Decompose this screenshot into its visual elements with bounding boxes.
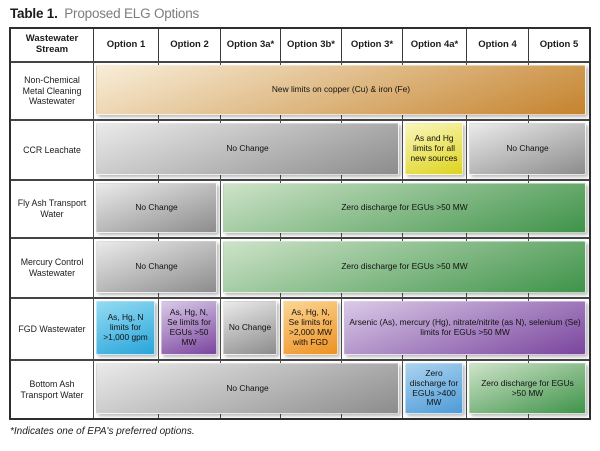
- option-bar: No Change: [96, 123, 399, 175]
- grid-cell: [93, 237, 158, 297]
- option-bar: No Change: [96, 241, 217, 293]
- header-cell-option: Option 1: [93, 29, 158, 61]
- option-bar: No Change: [96, 183, 217, 233]
- header-cell-option: Option 4a*: [402, 29, 466, 61]
- header-cell-option: Option 5: [528, 29, 589, 61]
- stream-label: Non-Chemical Metal Cleaning Wastewater: [11, 61, 93, 119]
- option-bar: As and Hg limits for all new sources: [405, 123, 463, 175]
- stream-label: FGD Wastewater: [11, 297, 93, 359]
- table-title: Table 1. Proposed ELG Options: [10, 6, 600, 21]
- grid-cell: [402, 359, 466, 418]
- header-cell-option: Option 2: [158, 29, 220, 61]
- grid-cell: [158, 297, 220, 359]
- figure: Table 1. Proposed ELG Options Wastewater…: [0, 6, 600, 437]
- grid-cell: [220, 297, 280, 359]
- stream-label: Fly Ash Transport Water: [11, 179, 93, 237]
- option-bar: No Change: [96, 363, 399, 414]
- option-bar: As, Hg, N, Se limits for >2,000 MW with …: [283, 301, 338, 355]
- header-cell-option: Option 3a*: [220, 29, 280, 61]
- grid-cell: [93, 119, 158, 179]
- option-bar: Zero discharge for EGUs >50 MW: [469, 363, 586, 414]
- option-bar: New limits on copper (Cu) & iron (Fe): [96, 65, 586, 115]
- stream-label: Bottom Ash Transport Water: [11, 359, 93, 418]
- grid-cell: [466, 359, 528, 418]
- table-title-text: Proposed ELG Options: [64, 6, 200, 21]
- header-cell-stream: Wastewater Stream: [25, 33, 79, 55]
- option-bar: Zero discharge for EGUs >50 MW: [223, 241, 586, 293]
- grid-cell: [280, 297, 341, 359]
- option-bar: As, Hg, N, Se limits for EGUs >50 MW: [161, 301, 217, 355]
- option-bar: No Change: [223, 301, 277, 355]
- option-bar: Arsenic (As), mercury (Hg), nitrate/nitr…: [344, 301, 586, 355]
- grid-cell: [93, 297, 158, 359]
- option-bar: Zero discharge for EGUs >400 MW: [405, 363, 463, 414]
- option-bar: As, Hg, N limits for >1,000 gpm: [96, 301, 155, 355]
- stream-label: CCR Leachate: [11, 119, 93, 179]
- grid-cell: [220, 179, 280, 237]
- grid-cell: [220, 237, 280, 297]
- option-bar: Zero discharge for EGUs >50 MW: [223, 183, 586, 233]
- stream-label: Mercury Control Wastewater: [11, 237, 93, 297]
- header-cell-option: Option 4: [466, 29, 528, 61]
- grid-cell: [402, 119, 466, 179]
- grid-cell: [93, 179, 158, 237]
- grid-cell: [93, 359, 158, 418]
- table-title-prefix: Table 1.: [10, 6, 58, 21]
- grid-cell: [466, 119, 528, 179]
- option-bar: No Change: [469, 123, 586, 175]
- header-cell-option: Option 3*: [341, 29, 402, 61]
- header-cell-option: Option 3b*: [280, 29, 341, 61]
- grid-cell: [93, 61, 158, 119]
- footnote: *Indicates one of EPA's preferred option…: [10, 426, 195, 437]
- grid-cell: [341, 297, 402, 359]
